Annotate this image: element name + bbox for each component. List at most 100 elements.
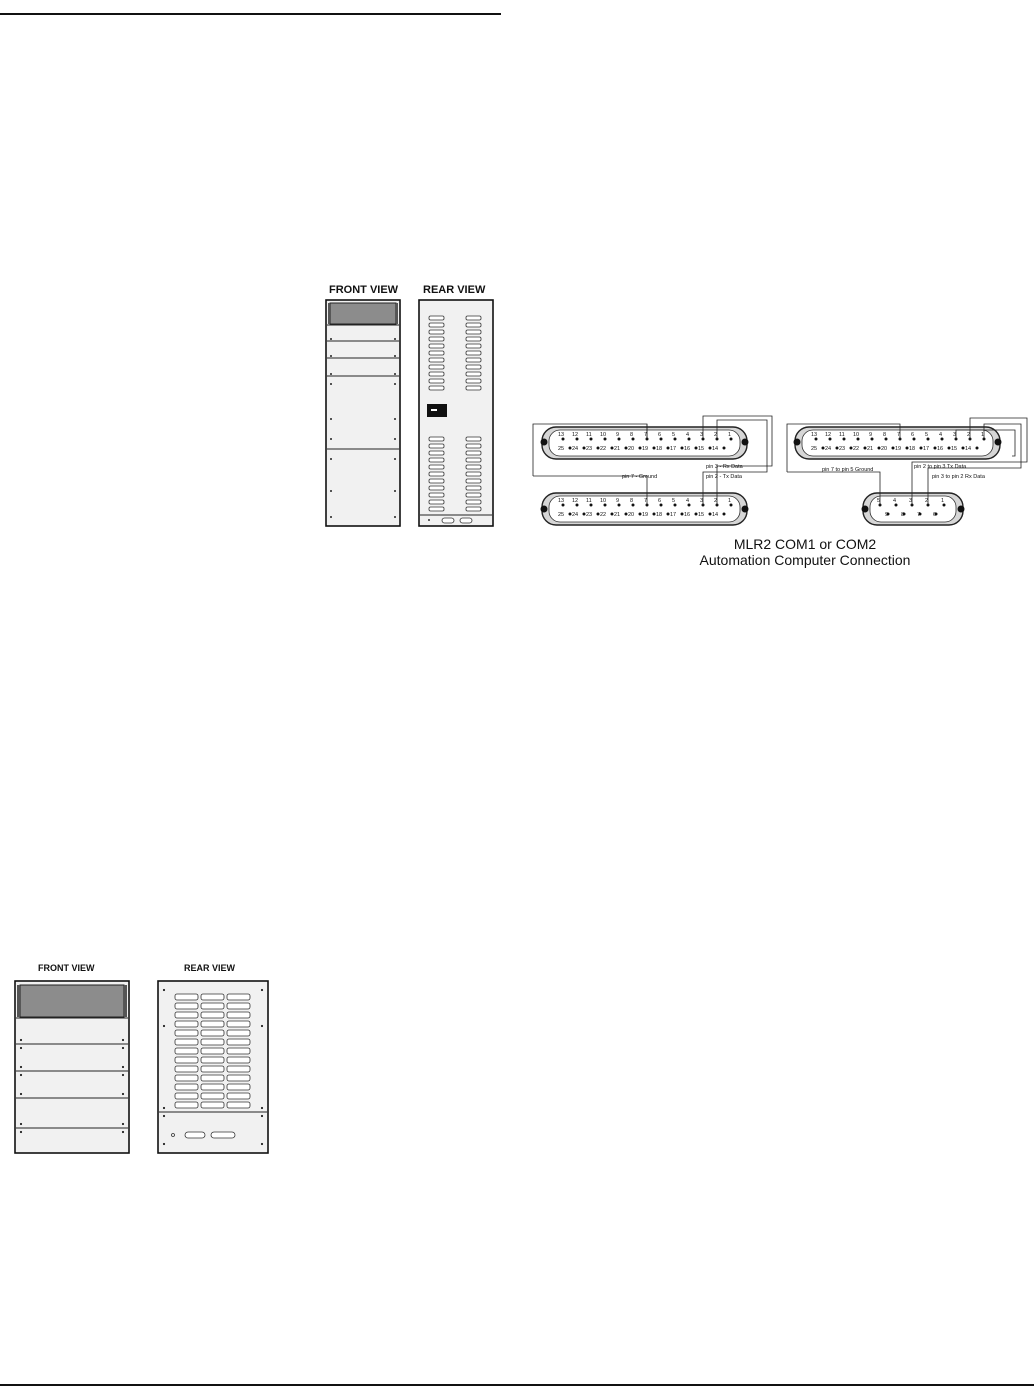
wire-label-rx: pin 3 - Rx Data (706, 464, 743, 470)
caption-line-1: MLR2 COM1 or COM2 (733, 536, 877, 552)
pin-label: 24 (572, 512, 579, 518)
rear-view-panel-small (157, 980, 269, 1154)
pin-label: 1 (728, 432, 732, 438)
pin-label: 13 (811, 432, 818, 438)
pin-label: 5 (877, 498, 881, 504)
pin-label: 10 (600, 432, 607, 438)
pin-label: 8 (883, 432, 887, 438)
pin-label: 1 (941, 498, 945, 504)
pin-label: 18 (656, 512, 663, 518)
pin-label: 11 (586, 498, 592, 504)
pin-label: 13 (558, 498, 565, 504)
caption-line-2: Automation Computer Connection (699, 552, 911, 568)
pin-label: 8 (630, 498, 634, 504)
pin-label: 1 (981, 432, 985, 438)
pin-label: 17 (670, 512, 677, 518)
pin-label: 7 (644, 498, 648, 504)
pin-label: 19 (895, 446, 902, 452)
pin-label: 13 (558, 432, 565, 438)
pin-label: 3 (909, 498, 913, 504)
pin-label: 23 (586, 446, 593, 452)
pin-label: 2 (967, 432, 971, 438)
pin-label: 21 (614, 446, 621, 452)
pin-label: 19 (642, 512, 649, 518)
pin-label: 16 (937, 446, 944, 452)
wire-label-ground-right: pin 7 to pin 5 Ground (822, 467, 874, 473)
pin-label: 4 (686, 432, 690, 438)
pin-label: 21 (867, 446, 874, 452)
pin-label: 17 (670, 446, 677, 452)
db25-connector-left-bottom (540, 492, 749, 526)
pin-label: 24 (572, 446, 579, 452)
pin-label: 11 (839, 432, 845, 438)
pin-label: 10 (853, 432, 860, 438)
diagram-caption: MLR2 COM1 or COM2 Automation Computer Co… (640, 536, 970, 568)
front-view-panel-small (14, 980, 130, 1154)
pin-label: 20 (628, 512, 635, 518)
pin-label: 5 (672, 432, 676, 438)
pin-label: 4 (893, 498, 897, 504)
pin-label: 17 (923, 446, 930, 452)
pin-label: 6 (911, 432, 915, 438)
pin-label: 19 (642, 446, 649, 452)
pin-numbers-left-bottom: 13 12 11 10 9 8 7 6 5 4 3 2 1 25 24 23 2… (525, 476, 775, 536)
wiring-diagram (532, 415, 1028, 526)
pin-label: 9 (869, 432, 873, 438)
pin-label: 6 (658, 498, 662, 504)
pin-label: 15 (698, 512, 705, 518)
pin-label: 4 (686, 498, 690, 504)
rear-view-panel-large (418, 299, 494, 527)
pin-numbers-left-top: 13 12 11 10 9 8 7 6 5 4 3 2 1 25 24 23 2… (525, 410, 775, 470)
pin-label: 25 (558, 446, 565, 452)
pin-label: 23 (839, 446, 846, 452)
pin-label: 10 (600, 498, 607, 504)
pin-label: 12 (825, 432, 832, 438)
pin-numbers-right-db9: 5 4 3 2 1 9 8 7 6 (863, 476, 973, 536)
pin-label: 2 (714, 498, 718, 504)
db9-connector-right (861, 492, 965, 526)
pin-label: 1 (728, 498, 732, 504)
pin-label: 9 (616, 432, 620, 438)
pin-label: 6 (933, 512, 937, 518)
pin-label: 18 (909, 446, 916, 452)
pin-label: 14 (965, 446, 972, 452)
pin-label: 12 (572, 432, 579, 438)
pin-label: 3 (953, 432, 957, 438)
top-rule (0, 13, 501, 15)
pin-label: 2 (714, 432, 718, 438)
wire-label-ground: pin 7 - Ground (622, 474, 658, 480)
pin-label: 21 (614, 512, 621, 518)
pin-label: 7 (917, 512, 921, 518)
pin-label: 14 (712, 446, 719, 452)
pin-label: 11 (586, 432, 592, 438)
pin-label: 24 (825, 446, 832, 452)
pin-label: 18 (656, 446, 663, 452)
pin-label: 15 (951, 446, 958, 452)
pin-label: 8 (630, 432, 634, 438)
pin-label: 20 (628, 446, 635, 452)
pin-label: 22 (600, 446, 607, 452)
pin-label: 22 (853, 446, 860, 452)
pin-label: 12 (572, 498, 579, 504)
pin-label: 23 (586, 512, 593, 518)
pin-label: 14 (712, 512, 719, 518)
pin-label: 3 (700, 432, 704, 438)
pin-label: 5 (925, 432, 929, 438)
pin-label: 6 (658, 432, 662, 438)
front-view-label-large: FRONT VIEW (329, 284, 399, 296)
front-view-label-small: FRONT VIEW (38, 963, 95, 973)
pin-numbers-right-top: 13 12 11 10 9 8 7 6 5 4 3 2 1 25 24 23 2… (778, 410, 1028, 470)
pin-label: 9 (885, 512, 889, 518)
pin-label: 7 (644, 432, 648, 438)
front-view-panel-large (325, 299, 401, 527)
bottom-rule (0, 1384, 1034, 1386)
pin-label: 3 (700, 498, 704, 504)
pin-label: 4 (939, 432, 943, 438)
pin-label: 20 (881, 446, 888, 452)
db25-connector-right (793, 426, 1002, 460)
wire-label-tx: pin 2 - Tx Data (706, 474, 742, 480)
pin-label: 8 (901, 512, 905, 518)
rear-view-label-large: REAR VIEW (423, 284, 486, 296)
db25-connector-left-top (540, 426, 749, 460)
pin-label: 25 (558, 512, 565, 518)
